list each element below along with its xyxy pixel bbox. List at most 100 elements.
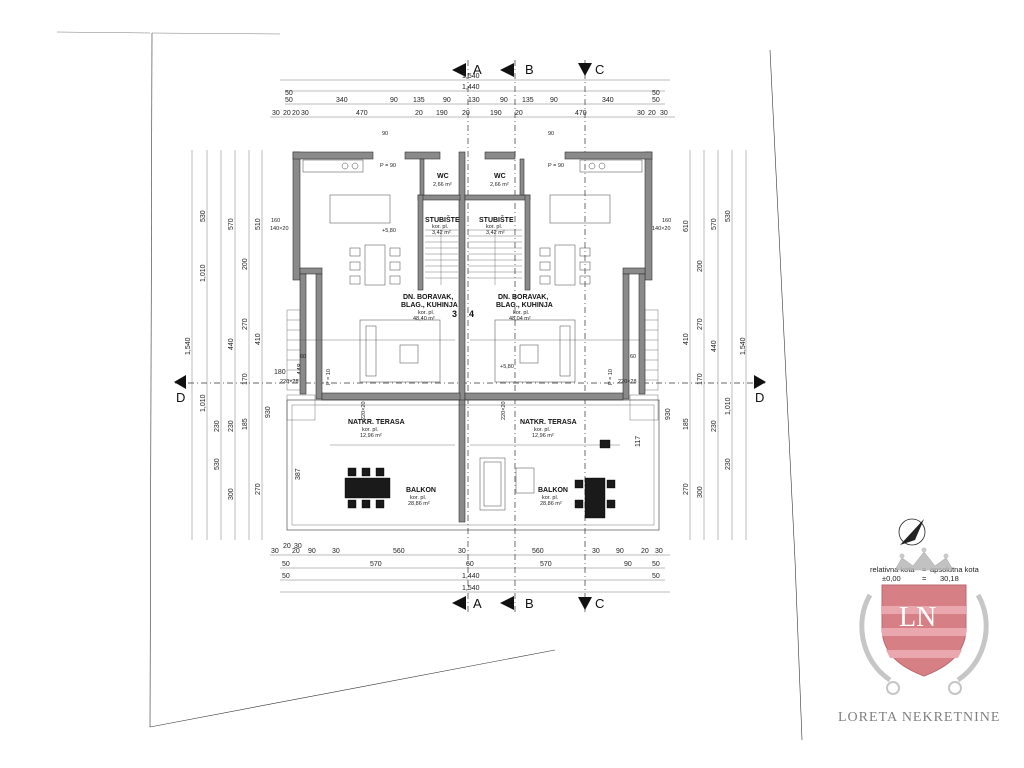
opening-13: 90	[382, 131, 388, 137]
dim-bot-r2-1: 570	[370, 561, 382, 568]
axis-d-left: D	[176, 390, 185, 405]
dim-top-r5-8: 190	[490, 110, 502, 117]
opening-3: P = 90	[380, 163, 396, 169]
dim-right-270: 270	[697, 318, 704, 330]
opening-9: P = 10	[326, 369, 332, 385]
dim-top-r5-11: 30	[637, 110, 645, 117]
opening-6: 220×20	[501, 401, 507, 420]
dim-bot-r1-1: 20	[283, 543, 291, 550]
dim-top-r5-12: 20	[648, 110, 656, 117]
dim-bot-r2-0: 50	[282, 561, 290, 568]
opening-5: 220×20	[361, 401, 367, 420]
dim-right-1540: 1,540	[740, 337, 747, 355]
opening-16: 60	[630, 354, 636, 360]
balcony-left-area: 28,86 m²	[408, 501, 430, 507]
dim-bot-r1-3: 20	[292, 548, 300, 555]
balcony-right-sub: kor. pl.	[542, 495, 559, 501]
axis-c-top: C	[595, 62, 604, 77]
dim-top-1540: 1,540	[462, 73, 480, 80]
opening-4: P = 90	[548, 163, 564, 169]
balcony-left-name: BALKON	[406, 487, 436, 494]
dim-left-230-b: 230	[214, 420, 221, 432]
dim-left-270: 270	[242, 318, 249, 330]
living-right-area: 48,04 m²	[509, 316, 531, 322]
dim-bot-r3-2: 50	[652, 573, 660, 580]
dim-top-r4-1: 340	[336, 97, 348, 104]
dim-left-185: 185	[242, 418, 249, 430]
dimensions-bottom: 30 20 30 20 90 30 560 30 560 30 90 20 30…	[270, 543, 670, 593]
building-walls	[286, 151, 660, 531]
dim-bot-r2-2: 60	[466, 561, 474, 568]
dim-left-930: 930	[265, 406, 272, 418]
dim-left-170: 170	[242, 373, 249, 385]
dim-bot-r2-5: 50	[652, 561, 660, 568]
dim-bot-r1-9: 30	[592, 548, 600, 555]
balcony-left-sub: kor. pl.	[410, 495, 427, 501]
dim-left-270-b: 270	[255, 483, 262, 495]
dim-top-r5-5: 20	[415, 110, 423, 117]
kota-absolute-label: apsolutna kota	[930, 565, 980, 574]
dim-top-r5-10: 470	[575, 110, 587, 117]
living-left-area: 48,40 m²	[413, 316, 435, 322]
axis-b-bottom: B	[525, 596, 534, 611]
terrace-right-name: NATKR. TERASA	[520, 419, 577, 426]
dim-left-300: 300	[228, 488, 235, 500]
kota-relative-label: relativna kota	[870, 565, 915, 574]
dim-bot-r1-5: 30	[332, 548, 340, 555]
opening-1: 140×20	[270, 226, 289, 232]
dim-right-170: 170	[697, 373, 704, 385]
dim-right-930: 930	[665, 408, 672, 420]
opening-8: 220×28	[618, 379, 637, 385]
stair-left-sub: kor. pl.	[432, 224, 449, 230]
dim-right-440: 440	[711, 340, 718, 352]
axis-a-bottom: A	[473, 596, 482, 611]
opening-12: 160	[662, 218, 671, 224]
terrace-left-sub: kor. pl.	[362, 427, 379, 433]
opening-notes: 140×20 140×20 P = 90 P = 90 220×20 220×2…	[270, 131, 671, 420]
dim-top-r5-7: 20	[462, 110, 470, 117]
dim-right-185: 185	[683, 418, 690, 430]
dim-left-410: 410	[255, 333, 262, 345]
stair-left-name: STUBIŠTE	[425, 215, 460, 224]
dim-top-r4-9: 340	[602, 97, 614, 104]
dim-top-50-left: 50	[285, 90, 293, 97]
dim-bot-r1-0: 30	[271, 548, 279, 555]
dim-right-610: 610	[683, 220, 690, 232]
dim-top-r4-0: 50	[285, 97, 293, 104]
opening-10: P = 10	[608, 369, 614, 385]
stair-right-sub: kor. pl.	[486, 224, 503, 230]
dim-top-r5-3: 30	[301, 110, 309, 117]
dim-top-r4-4: 90	[443, 97, 451, 104]
dim-bot-r1-4: 90	[308, 548, 316, 555]
opening-15: 60	[300, 354, 306, 360]
axis-d-right: D	[755, 390, 764, 405]
opening-11: 160	[271, 218, 280, 224]
dim-top-r5-13: 30	[660, 110, 668, 117]
axis-a-top: A	[473, 62, 482, 77]
terrace-right-area: 12,96 m²	[532, 433, 554, 439]
opening-7: 220×28	[280, 379, 299, 385]
section-axes: A B C A B C D D	[174, 60, 766, 615]
dim-top-r5-9: 20	[515, 110, 523, 117]
dim-left-1010-b: 1,010	[200, 394, 207, 412]
dim-left-530-a: 530	[200, 210, 207, 222]
dim-right-230-b: 230	[725, 458, 732, 470]
kota-relative-value: ±0,00	[882, 574, 901, 583]
dim-top-r4-10: 50	[652, 97, 660, 104]
dim-top-r5-0: 30	[272, 110, 280, 117]
dim-top-r5-1: 20	[283, 110, 291, 117]
dim-bot-r1-11: 20	[641, 548, 649, 555]
dim-top-row4: 50 340 90 135 90 130 90 135 90 340 50	[285, 97, 660, 104]
opening-14: 90	[548, 131, 554, 137]
room-labels: WC 2,66 m² WC 2,66 m² STUBIŠTE kor. pl. …	[348, 173, 577, 507]
living-left-name: DN. BORAVAK,	[403, 294, 453, 301]
dim-left-387: 387	[295, 468, 302, 480]
axis-b-top: B	[525, 62, 534, 77]
dimensions-left: 1,540 1,010 1,010 530 530 570 510 200 27…	[185, 150, 304, 540]
dim-top-r4-7: 135	[522, 97, 534, 104]
level-mark-right: +5,80	[500, 364, 514, 370]
dim-top-r4-6: 90	[500, 97, 508, 104]
watermark-text: LORETA NEKRETNINE	[838, 710, 1000, 725]
dim-right-230: 230	[711, 420, 718, 432]
stair-right-name: STUBIŠTE	[479, 215, 514, 224]
